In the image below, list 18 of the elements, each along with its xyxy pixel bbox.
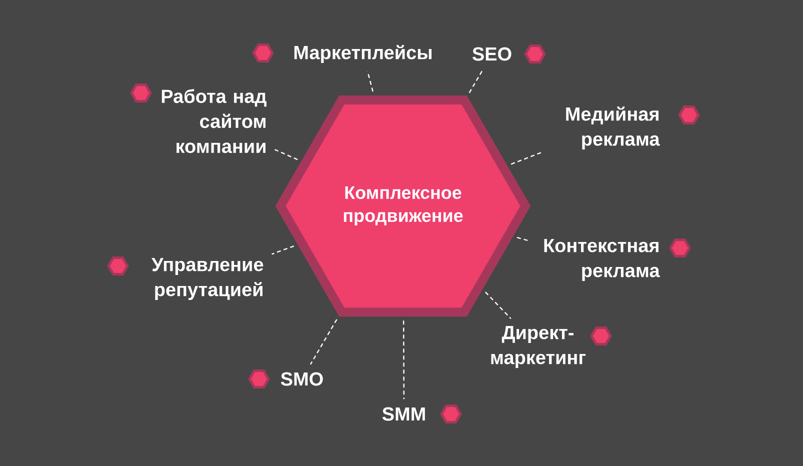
item-label: Управление репутацией [152, 258, 264, 300]
item-label: Работа над сайтом компании [162, 88, 266, 154]
item-label: Контекстная реклама [544, 239, 660, 281]
item-label: SEO [472, 47, 512, 61]
item-label: Медийная реклама [566, 106, 660, 150]
dashed-line [366, 71, 374, 92]
item-label: Маркетплейсы [294, 44, 432, 64]
item-label: SMO [280, 372, 323, 386]
dashed-line [272, 245, 294, 255]
dashed-line [516, 236, 530, 242]
dashed-line [402, 320, 405, 400]
dashed-line [310, 319, 338, 365]
dashed-line [510, 152, 542, 165]
item-label: Директ-маркетинг [491, 326, 586, 368]
dashed-line [484, 292, 512, 320]
dashed-line [274, 149, 298, 160]
item-label: SMM [382, 407, 425, 421]
dashed-line [468, 68, 484, 94]
